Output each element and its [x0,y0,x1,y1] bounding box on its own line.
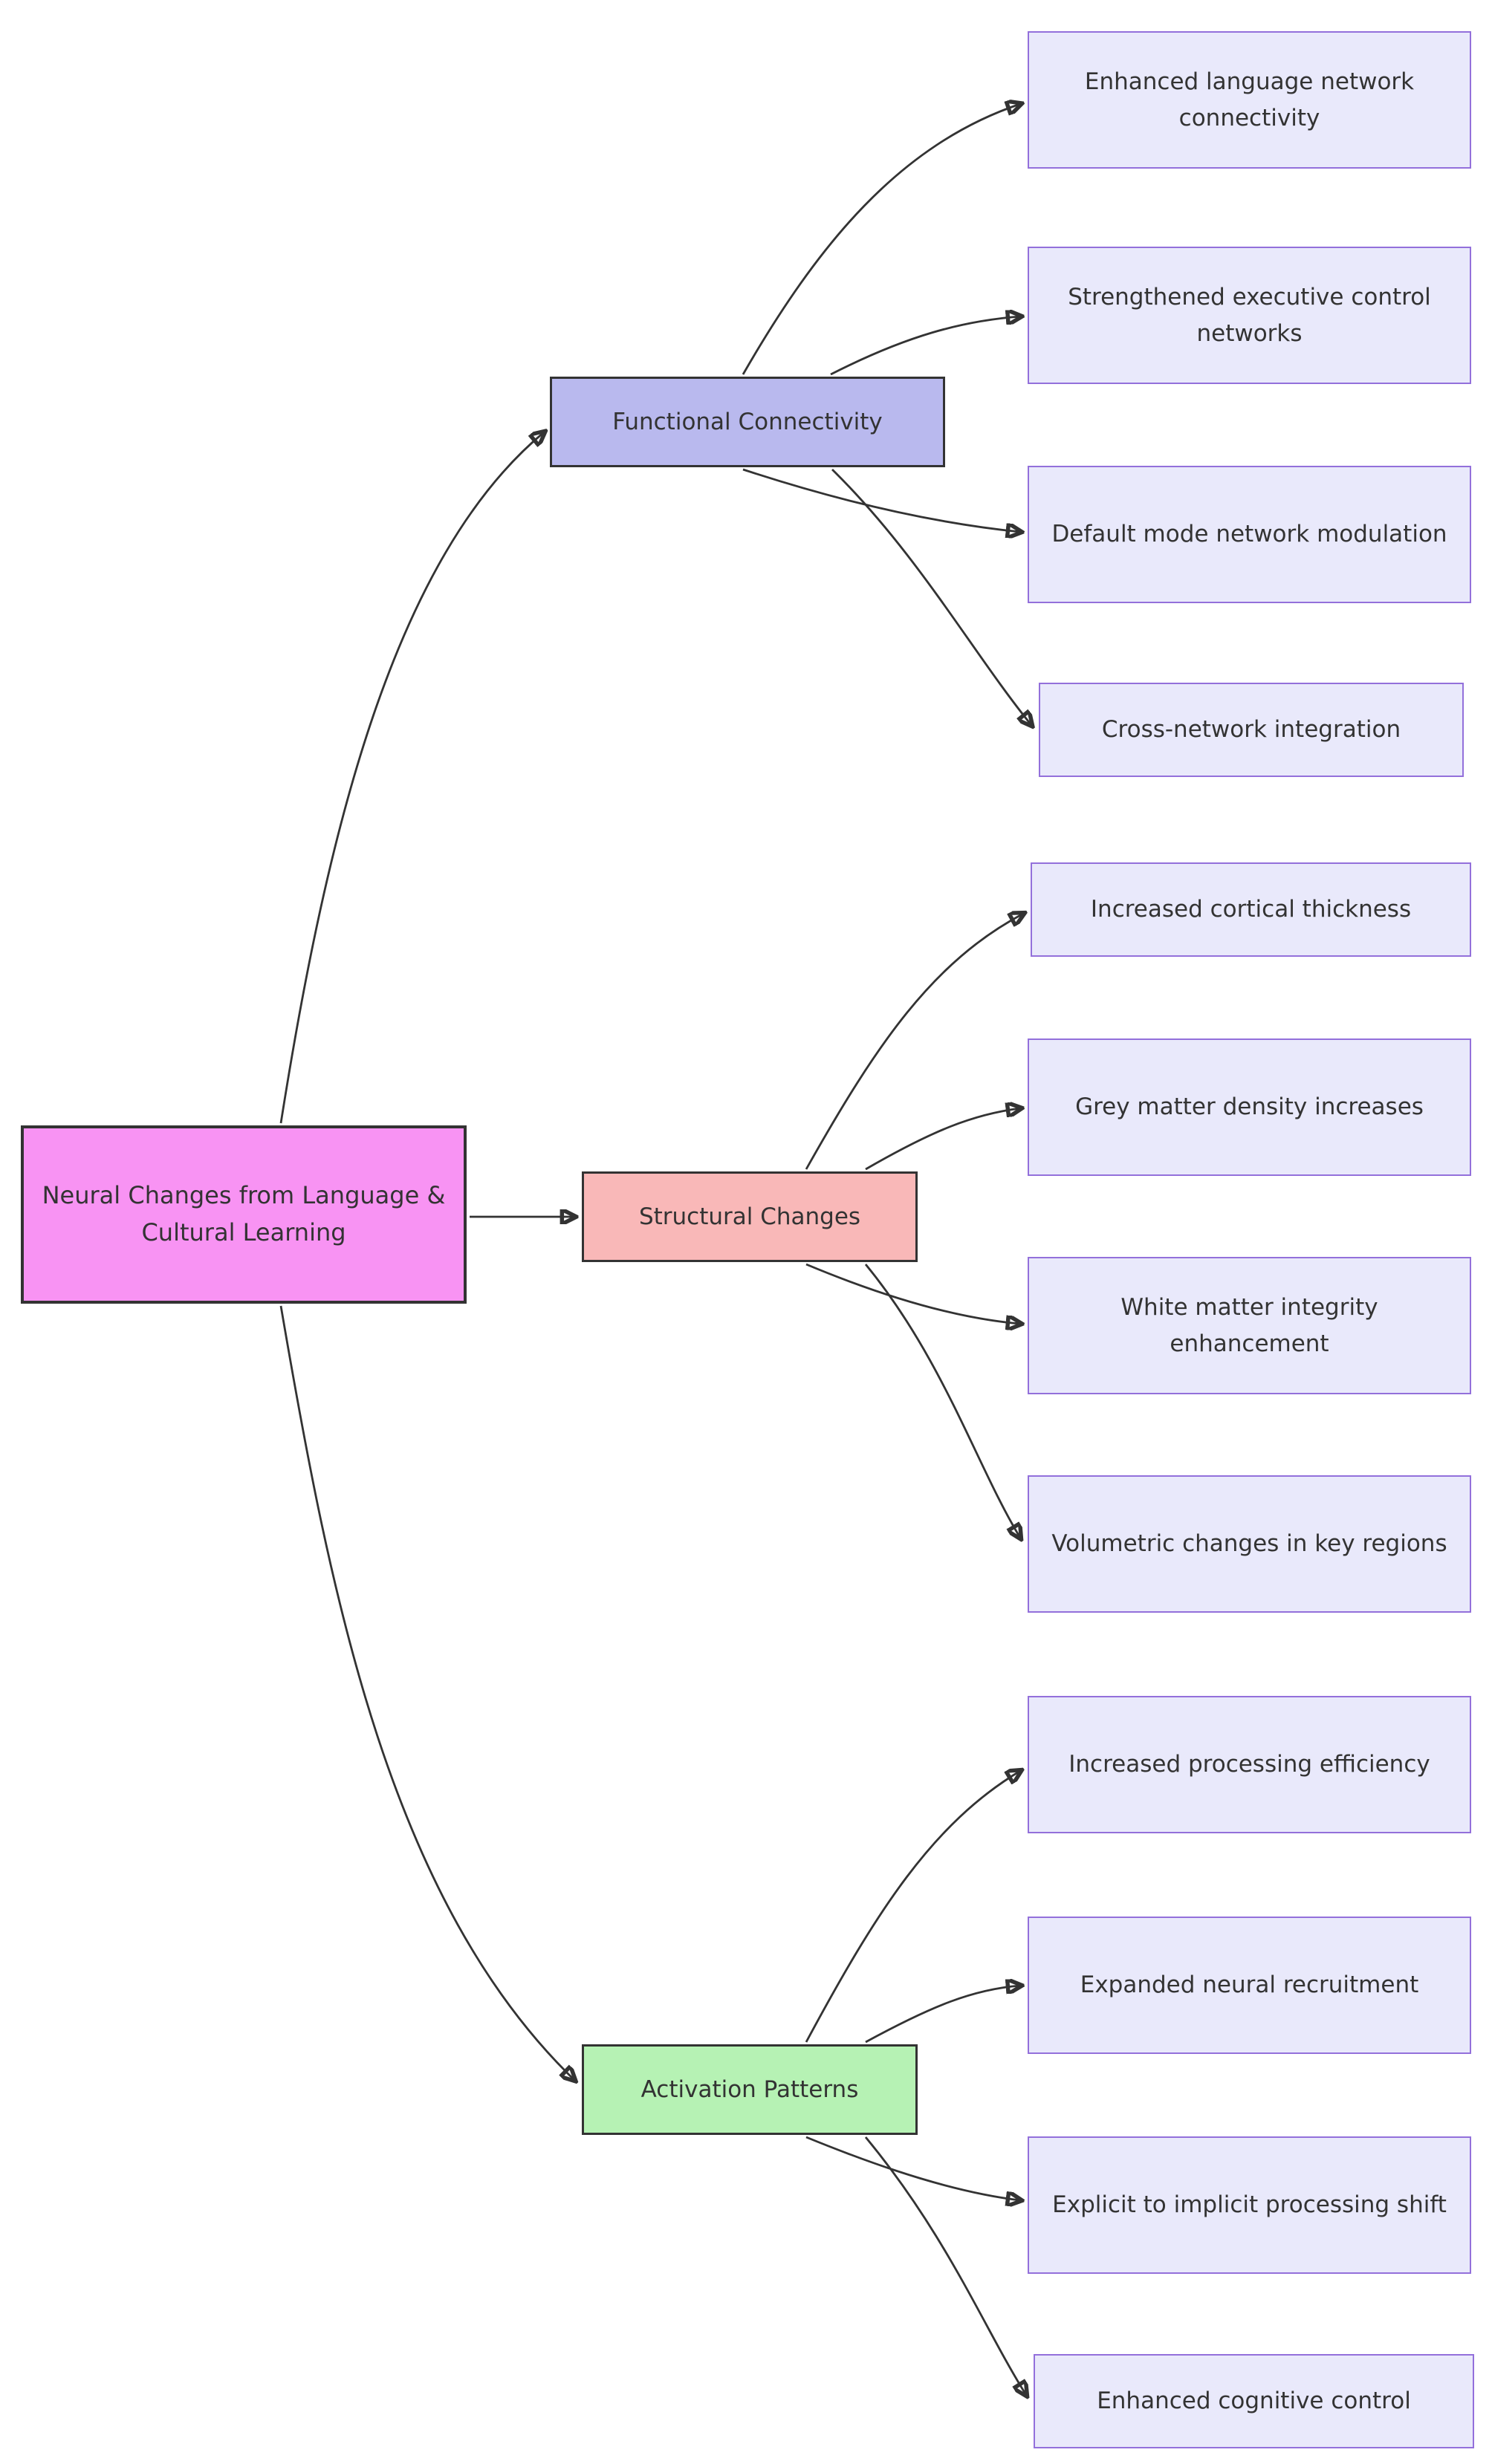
node-activation-patterns: Activation Patterns [582,2044,918,2135]
node-increased-cortical-thickness: Increased cortical thickness [1031,862,1471,957]
edge-functional-f2 [830,316,1020,376]
edge-functional-f3 [742,468,1020,532]
node-strengthened-executive-control-networks: Strengthened executive control networks [1028,247,1471,384]
edge-functional-f1 [742,104,1020,375]
edge-activation-a4 [864,2136,1026,2395]
node-root: Neural Changes from Language & Cultural … [21,1125,467,1304]
node-white-matter-integrity-enhancement: White matter integrity enhancement [1028,1257,1471,1394]
edge-structural-s2 [865,1108,1020,1171]
edge-activation-a2 [865,1986,1020,2044]
edge-activation-a3 [805,2136,1020,2200]
edge-structural-s3 [805,1263,1020,1324]
edge-root-functional [279,432,544,1124]
node-functional-connectivity: Functional Connectivity [550,377,945,467]
edge-functional-f4 [831,469,1031,725]
edge-activation-a1 [805,1771,1020,2043]
node-default-mode-network-modulation: Default mode network modulation [1028,466,1471,603]
node-grey-matter-density-increases: Grey matter density increases [1028,1038,1471,1176]
node-cross-network-integration: Cross-network integration [1039,683,1464,777]
node-explicit-to-implicit-processing-shift: Explicit to implicit processing shift [1028,2136,1471,2274]
edge-structural-s1 [805,914,1023,1170]
node-enhanced-language-network-connectivity: Enhanced language network connectivity [1028,31,1471,169]
node-increased-processing-efficiency: Increased processing efficiency [1028,1696,1471,1833]
node-expanded-neural-recruitment: Expanded neural recruitment [1028,1917,1471,2054]
node-structural-changes: Structural Changes [582,1171,918,1262]
edge-structural-s4 [864,1264,1020,1538]
edge-root-activation [279,1305,574,2080]
node-volumetric-changes-in-key-regions: Volumetric changes in key regions [1028,1475,1471,1613]
node-enhanced-cognitive-control: Enhanced cognitive control [1034,2354,1474,2448]
